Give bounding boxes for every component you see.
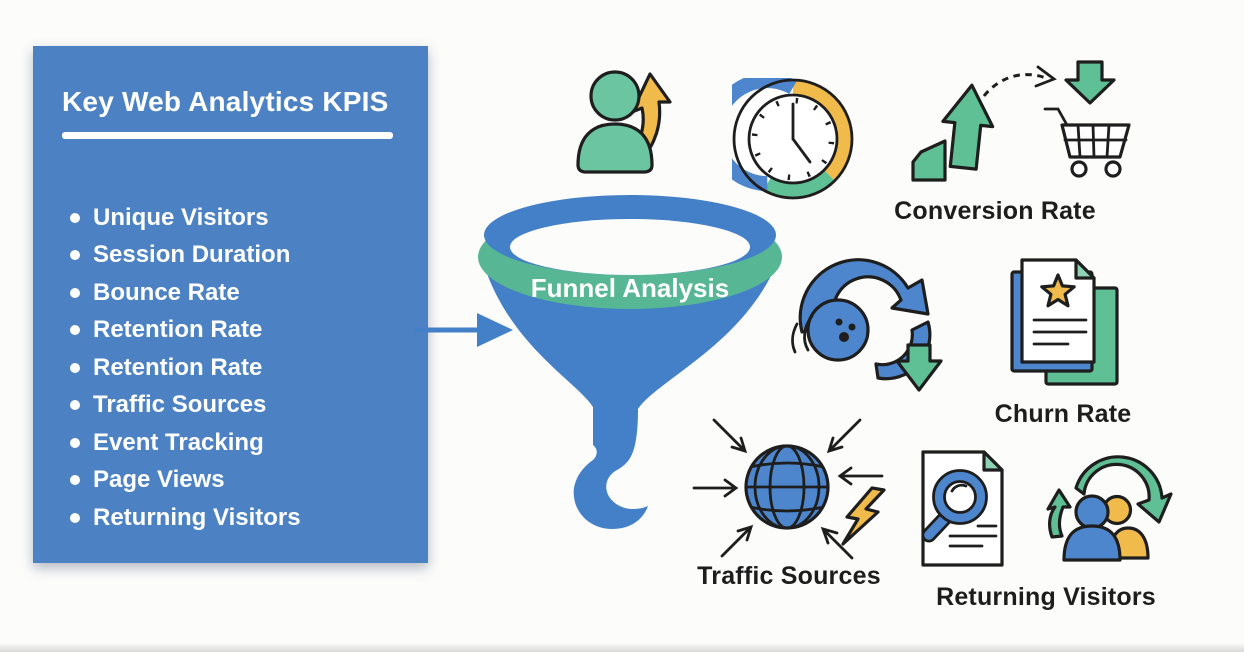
kpi-list-item-label: Traffic Sources: [93, 391, 267, 419]
bullet-icon: [70, 437, 80, 448]
bullet-icon: [70, 512, 80, 523]
funnel-analysis-icon: Funnel Analysis: [478, 195, 782, 529]
kpi-list-item-label: Retention Rate: [93, 353, 263, 381]
person-up-arrow-icon: [576, 70, 672, 174]
kpi-list-item-label: Page Views: [93, 466, 225, 494]
document-magnifier-people-icon: [921, 450, 1173, 567]
cycle-bowling-ball-icon: [791, 258, 943, 392]
kpi-list-item-label: Event Tracking: [93, 428, 264, 456]
churn-rate-label: Churn Rate: [994, 400, 1132, 428]
funnel-label: Funnel Analysis: [531, 273, 729, 303]
clock-icon: [732, 78, 854, 200]
kpi-list-item: Retention Rate: [62, 349, 301, 387]
globe-inbound-arrows-icon: [692, 418, 886, 560]
bottom-shadow: [0, 643, 1244, 652]
kpi-list-item: Event Tracking: [62, 424, 301, 462]
kpi-list: Unique Visitors Session Duration Bounce …: [62, 199, 301, 537]
kpi-list-item: Unique Visitors: [62, 199, 301, 237]
lightning-icon: [841, 486, 886, 546]
returning-visitors-label: Returning Visitors: [936, 583, 1156, 611]
growth-arrows-cart-icon: [911, 60, 1131, 182]
bullet-icon: [70, 287, 80, 298]
kpi-list-item: Page Views: [62, 462, 301, 500]
bullet-icon: [70, 475, 80, 486]
kpi-panel: Key Web Analytics KPIS Unique Visitors S…: [33, 46, 428, 563]
kpi-list-item: Retention Rate: [62, 312, 301, 350]
kpi-list-item: Session Duration: [62, 237, 301, 275]
kpi-list-item-label: Session Duration: [93, 241, 291, 269]
page-title: Key Web Analytics KPIS: [62, 86, 389, 117]
bullet-icon: [70, 212, 80, 223]
kpi-list-item-label: Unique Visitors: [93, 203, 269, 231]
conversion-rate-label: Conversion Rate: [894, 197, 1096, 225]
bullet-icon: [70, 362, 80, 373]
bullet-icon: [70, 400, 80, 411]
kpi-list-item: Bounce Rate: [62, 274, 301, 312]
bullet-icon: [70, 250, 80, 261]
title-underline: [62, 132, 393, 139]
kpi-list-item: Returning Visitors: [62, 499, 301, 537]
kpi-list-item: Traffic Sources: [62, 387, 301, 425]
bullet-icon: [70, 325, 80, 336]
kpi-list-item-label: Retention Rate: [93, 316, 263, 344]
kpi-list-item-label: Returning Visitors: [93, 503, 301, 531]
flow-arrow-icon: [415, 313, 513, 347]
traffic-sources-label: Traffic Sources: [697, 562, 881, 590]
kpi-list-item-label: Bounce Rate: [93, 278, 240, 306]
documents-star-icon: [1010, 258, 1119, 386]
